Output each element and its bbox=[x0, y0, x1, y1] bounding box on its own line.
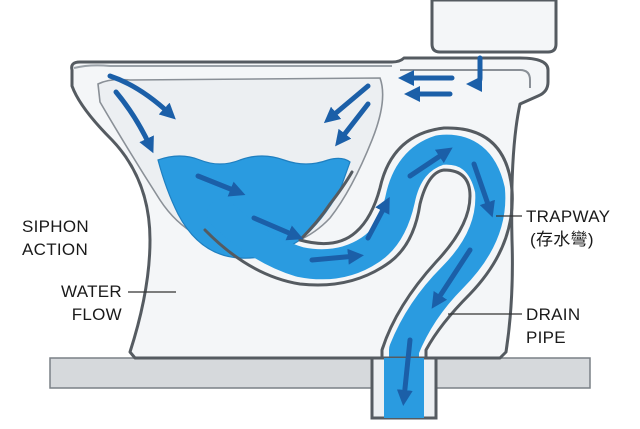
trapway-label-line2: (存水彎) bbox=[530, 230, 594, 249]
arrow-trap-1 bbox=[309, 248, 364, 265]
arrow-drain-1 bbox=[431, 247, 473, 309]
floor bbox=[49, 357, 591, 389]
arrow-bowl-1 bbox=[195, 173, 246, 197]
trapway-label-line1: TRAPWAY bbox=[526, 207, 610, 226]
arrow-rim-right-1 bbox=[323, 83, 371, 124]
drain-pipe-label-line1: DRAIN bbox=[526, 305, 580, 324]
inlet-channel bbox=[400, 69, 531, 88]
tank bbox=[430, 0, 558, 54]
arrow-trap-4 bbox=[471, 161, 495, 218]
drain-pipe-label-line2: PIPE bbox=[526, 328, 566, 347]
arrow-trap-2 bbox=[365, 196, 390, 241]
siphon-label-line1: SIPHON bbox=[22, 217, 89, 236]
bowl-rim bbox=[73, 64, 392, 69]
trap-bend bbox=[298, 170, 354, 242]
arrow-trap-3 bbox=[407, 147, 453, 179]
arrow-rim-left-1 bbox=[107, 73, 176, 120]
arrow-rim-left-2 bbox=[113, 89, 154, 154]
flow-arrows bbox=[107, 55, 495, 406]
arrow-rim-right-2 bbox=[335, 101, 371, 147]
arrow-drain-2 bbox=[396, 337, 413, 406]
water-flow-label-line1: WATER bbox=[61, 282, 122, 301]
siphon-label-line2: ACTION bbox=[22, 240, 88, 259]
trapway-inner-wall bbox=[298, 126, 514, 414]
arrow-bowl-2 bbox=[251, 215, 304, 241]
arrow-inlet-down bbox=[466, 55, 483, 92]
water-flow-label-line2: FLOW bbox=[72, 305, 122, 324]
trapway-outer-wall bbox=[203, 168, 472, 414]
